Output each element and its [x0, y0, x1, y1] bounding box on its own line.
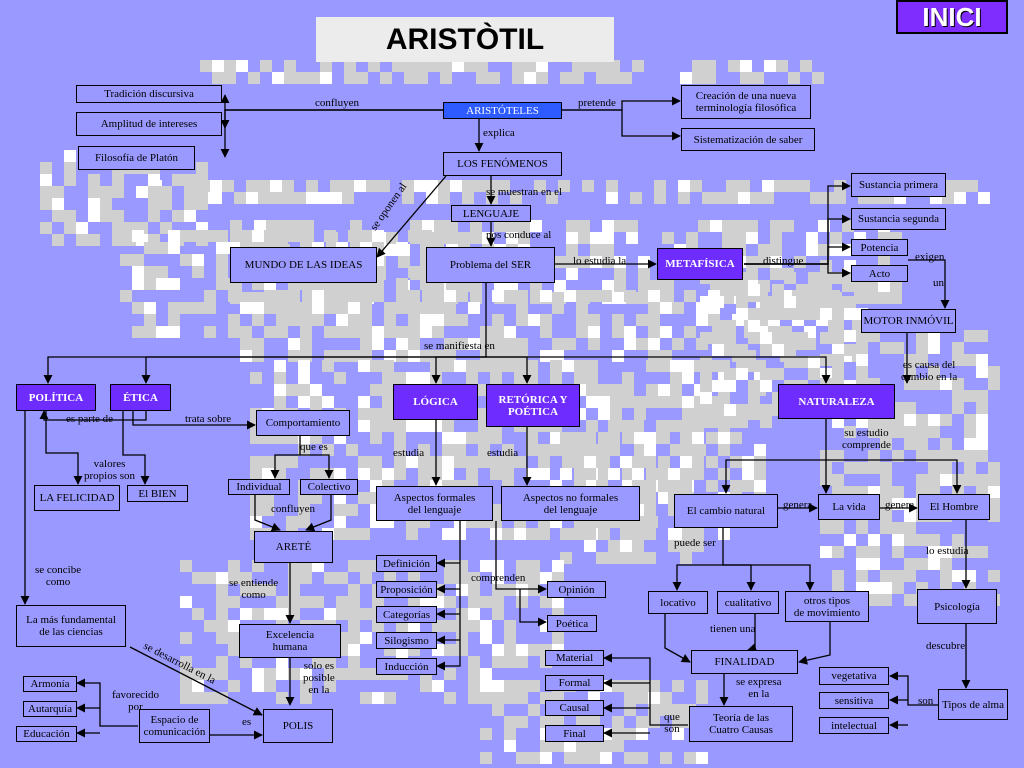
node-sensitiva[interactable]: sensitiva: [819, 692, 889, 709]
node-aspectos-formales[interactable]: Aspectos formales del lenguaje: [376, 486, 493, 521]
node-poetica[interactable]: Poética: [547, 615, 597, 632]
node-comportamiento[interactable]: Comportamiento: [256, 410, 350, 436]
label-trata-sobre: trata sobre: [185, 413, 232, 425]
node-silogismo[interactable]: Silogismo: [376, 632, 437, 649]
node-colectivo[interactable]: Colectivo: [300, 479, 358, 495]
node-otros-tipos[interactable]: otros tipos de movimiento: [785, 591, 869, 622]
node-mas-fundamental[interactable]: La más fundamental de las ciencias: [16, 605, 126, 647]
node-mundo-ideas[interactable]: MUNDO DE LAS IDEAS: [230, 247, 377, 283]
label-su-estudio: su estudio comprende: [842, 427, 891, 451]
node-motor-inmovil[interactable]: MOTOR INMÓVIL: [861, 309, 956, 333]
node-cualitativo[interactable]: cualitativo: [717, 591, 779, 614]
label-genera-2: genera: [885, 499, 915, 511]
node-logica[interactable]: LÓGICA: [393, 384, 478, 420]
node-fenomenos[interactable]: LOS FENÓMENOS: [443, 152, 562, 176]
node-etica[interactable]: ÉTICA: [110, 384, 171, 411]
node-autarquia[interactable]: Autarquía: [23, 701, 77, 717]
node-politica[interactable]: POLÍTICA: [16, 384, 96, 411]
label-se-manifiesta: se manifiesta en: [424, 340, 495, 352]
node-aspectos-no-formales[interactable]: Aspectos no formales del lenguaje: [501, 486, 640, 521]
node-problema-ser[interactable]: Problema del SER: [426, 247, 555, 283]
node-causal[interactable]: Causal: [545, 700, 604, 716]
node-naturaleza[interactable]: NATURALEZA: [778, 384, 895, 419]
node-categorias[interactable]: Categorías: [376, 606, 437, 623]
label-se-concibe: se concibe como: [35, 564, 82, 588]
page-title: ARISTÒTIL: [385, 22, 545, 56]
label-favorecido: favorecido por: [112, 689, 160, 713]
node-educacion[interactable]: Educación: [16, 726, 77, 742]
label-es-parte-de: es parte de: [66, 413, 114, 425]
node-el-bien[interactable]: El BIEN: [127, 485, 188, 502]
node-sistematizacion[interactable]: Sistematización de saber: [681, 128, 815, 151]
node-psicologia[interactable]: Psicología: [917, 589, 997, 624]
label-estudia-logica: estudia: [393, 447, 425, 459]
label-que-es: que es: [300, 441, 328, 453]
node-induccion[interactable]: Inducción: [376, 658, 437, 675]
label-se-expresa: se expresa en la: [736, 676, 782, 700]
label-descubre: descubre: [926, 640, 966, 652]
node-final[interactable]: Final: [545, 725, 604, 742]
label-pretende: pretende: [578, 97, 616, 109]
label-confluyen-arete: confluyen: [271, 503, 315, 515]
label-lo-estudia-la: lo estudia la: [573, 255, 627, 267]
label-es: es: [242, 716, 252, 728]
node-aristoteles[interactable]: ARISTÓTELES: [443, 102, 562, 119]
title-banner: ARISTÒTIL: [316, 17, 614, 62]
label-tienen-una: tienen una: [710, 623, 756, 635]
node-la-vida[interactable]: La vida: [818, 494, 880, 520]
label-confluyen: confluyen: [315, 97, 359, 109]
node-opinion[interactable]: Opinión: [547, 581, 606, 598]
label-son: son: [918, 695, 934, 707]
label-es-causa: es causa del cambio en la: [901, 359, 958, 383]
node-metafisica[interactable]: METAFÍSICA: [657, 248, 743, 280]
label-lo-estudia: lo estudia: [926, 545, 969, 557]
label-comprenden: comprenden: [471, 572, 526, 584]
node-felicidad[interactable]: LA FELICIDAD: [34, 485, 120, 511]
node-excelencia-humana[interactable]: Excelencia humana: [239, 624, 341, 658]
node-finalidad[interactable]: FINALIDAD: [691, 650, 798, 674]
label-exigen: exigen: [915, 251, 945, 263]
node-individual[interactable]: Individual: [228, 479, 290, 495]
label-solo-posible: solo es posible en la: [303, 660, 335, 696]
node-intelectual[interactable]: intelectual: [819, 717, 889, 734]
label-nos-conduce: nos conduce al: [486, 229, 552, 241]
node-filosofia-platon[interactable]: Filosofía de Platón: [78, 146, 195, 170]
node-cambio-natural[interactable]: El cambio natural: [674, 494, 778, 528]
node-el-hombre[interactable]: El Hombre: [918, 494, 990, 520]
label-distingue: distingue: [763, 255, 804, 267]
label-un: un: [933, 277, 944, 289]
node-potencia[interactable]: Potencia: [851, 239, 908, 256]
node-tradicion[interactable]: Tradición discursiva: [76, 85, 222, 103]
node-teoria-cuatro-causas[interactable]: Teoría de las Cuatro Causas: [689, 706, 793, 742]
node-locativo[interactable]: locativo: [648, 591, 708, 614]
node-creacion[interactable]: Creación de una nueva terminología filos…: [681, 85, 811, 119]
node-armonia[interactable]: Armonía: [23, 676, 77, 692]
label-se-muestran: se muestran en el: [486, 186, 563, 198]
node-formal[interactable]: Formal: [545, 675, 604, 691]
inici-button[interactable]: INICI: [896, 0, 1008, 34]
label-que-son: que son: [664, 711, 680, 735]
label-se-entiende: se entiende como: [229, 577, 279, 601]
label-puede-ser: puede ser: [674, 537, 716, 549]
label-estudia-retorica: estudia: [487, 447, 519, 459]
node-espacio-comunicacion[interactable]: Espacio de comunicación: [139, 709, 210, 743]
node-vegetativa[interactable]: vegetativa: [819, 667, 889, 685]
node-amplitud[interactable]: Amplitud de intereses: [76, 112, 222, 136]
node-tipos-alma[interactable]: Tipos de alma: [938, 689, 1008, 720]
node-retorica-poetica[interactable]: RETÓRICA Y POÉTICA: [486, 384, 580, 427]
node-definicion[interactable]: Definición: [376, 555, 437, 572]
label-genera-1: genera: [783, 499, 813, 511]
node-material[interactable]: Material: [545, 650, 604, 666]
node-proposicion[interactable]: Proposición: [376, 581, 437, 598]
label-explica: explica: [483, 127, 515, 139]
label-valores: valores propios son: [84, 458, 136, 482]
node-sustancia-primera[interactable]: Sustancia primera: [851, 173, 946, 197]
node-lenguaje[interactable]: LENGUAJE: [451, 205, 531, 222]
node-sustancia-segunda[interactable]: Sustancia segunda: [851, 208, 946, 230]
node-acto[interactable]: Acto: [851, 265, 908, 282]
node-polis[interactable]: POLIS: [263, 709, 333, 743]
node-arete[interactable]: ARETÉ: [254, 531, 333, 563]
